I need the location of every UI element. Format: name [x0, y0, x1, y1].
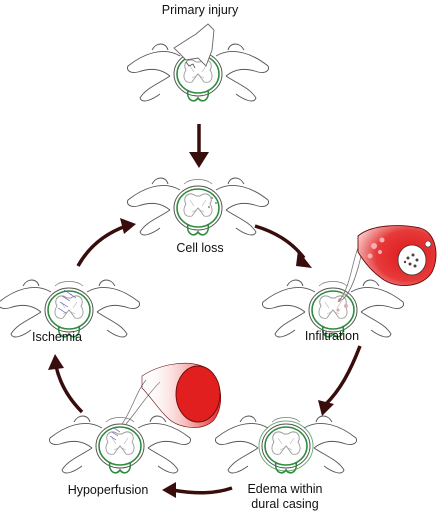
blood-cell-icon [403, 253, 419, 268]
edema-vertebra [214, 415, 358, 474]
arrow-icon [48, 218, 334, 498]
arrow-icon [54, 224, 362, 495]
ischemia-label: Ischemia [31, 330, 83, 344]
blood-vessel-icon [337, 225, 437, 303]
blood-vessel-icon [121, 362, 221, 428]
primary-injury-label: Primary injury [161, 3, 239, 17]
hypoperfusion-label: Hypoperfusion [67, 483, 149, 497]
cell-loss-label: Cell loss [176, 241, 224, 255]
hypoperfusion-vertebra [48, 415, 192, 474]
infiltration-label: Infiltration [304, 329, 360, 343]
edema-label: Edema within dural casing [247, 482, 323, 511]
ischemia-vertebra [0, 279, 141, 338]
cell-loss-vertebra [126, 177, 270, 236]
primary-injury-vertebra [126, 23, 270, 102]
arrow-icon [189, 124, 209, 168]
